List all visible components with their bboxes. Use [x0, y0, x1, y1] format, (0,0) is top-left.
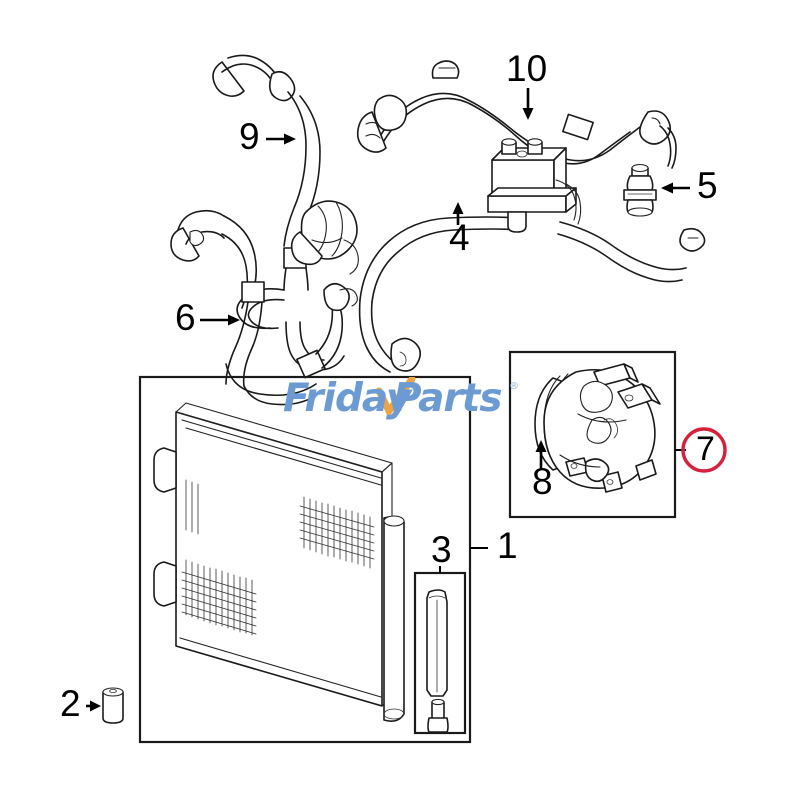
part-compressor-box: [508, 350, 677, 519]
callout-8[interactable]: 8: [532, 440, 553, 502]
callout-5-number: 5: [697, 165, 718, 206]
callout-1-number: 1: [497, 525, 518, 566]
part-suction-hose: [170, 209, 358, 406]
callout-5[interactable]: 5: [661, 165, 718, 206]
callout-7-number: 7: [696, 430, 715, 468]
part-pressure-switch-valve: [623, 163, 657, 217]
callout-1[interactable]: 1: [470, 525, 518, 566]
callout-6[interactable]: 6: [175, 297, 240, 338]
callout-7-highlight-ring: [681, 427, 727, 473]
part-liquid-line: [358, 216, 706, 373]
part-upper-refrigerant-line: [356, 60, 677, 169]
callout-8-number: 8: [532, 461, 553, 502]
callout-2[interactable]: 2: [60, 683, 101, 724]
callout-9-number: 9: [239, 116, 260, 157]
callout-2-number: 2: [60, 683, 81, 724]
callout-7[interactable]: 7: [675, 427, 727, 473]
callout-9[interactable]: 9: [239, 116, 296, 157]
part-manifold-block: [487, 138, 582, 233]
callout-6-number: 6: [175, 297, 196, 338]
part-drier-box: [413, 571, 467, 735]
part-condenser-box: [138, 375, 472, 744]
callout-4[interactable]: 4: [449, 202, 470, 258]
callout-4-number: 4: [449, 217, 470, 258]
callout-3[interactable]: 3: [431, 529, 452, 573]
callout-3-number: 3: [431, 529, 452, 570]
callout-10-number: 10: [506, 48, 547, 89]
callout-10[interactable]: 10: [506, 48, 547, 120]
part-cap-plug: [102, 687, 124, 724]
